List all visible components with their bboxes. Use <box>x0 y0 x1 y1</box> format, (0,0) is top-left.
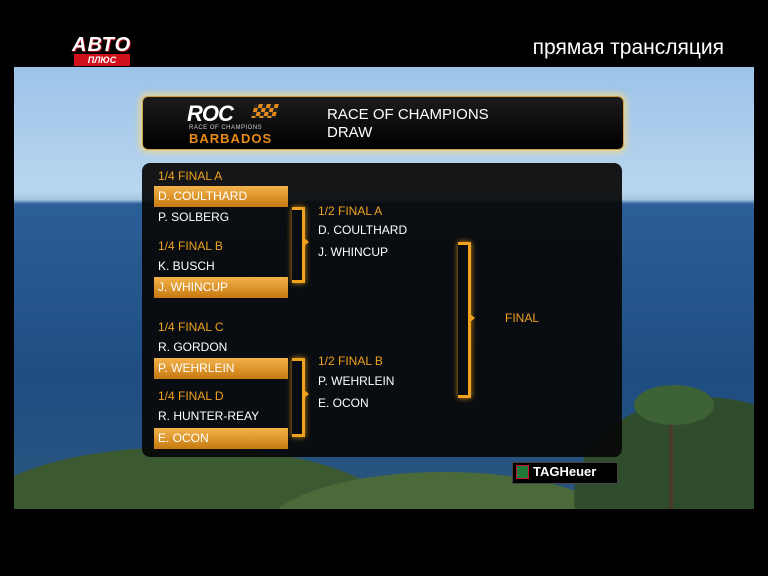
bracket-arrow-icon <box>469 313 475 323</box>
palm-leaves <box>634 385 714 425</box>
qf-a-driver2: P. SOLBERG <box>158 210 230 224</box>
qf-d-driver1: R. HUNTER-REAY <box>158 409 260 423</box>
checkered-flag-icon <box>251 104 279 118</box>
qf-d-label: 1/4 FINAL D <box>158 389 224 403</box>
sf-a-driver2: J. WHINCUP <box>318 245 388 259</box>
event-banner: ROC RACE OF CHAMPIONS BARBADOS RACE OF C… <box>142 96 624 150</box>
qf-c-driver1: R. GORDON <box>158 340 228 354</box>
channel-logo-main: АВТО <box>72 34 132 56</box>
qf-b-driver1: K. BUSCH <box>158 259 215 273</box>
sf-b-driver1: P. WEHRLEIN <box>318 374 395 388</box>
roc-logo-word: ROC <box>187 101 234 126</box>
final-label: FINAL <box>505 311 540 325</box>
sponsor-name: TAGHeuer <box>533 464 597 479</box>
sf-b-driver2: E. OCON <box>318 396 369 410</box>
qf-c-driver2: P. WEHRLEIN <box>154 358 288 379</box>
qf-b-label: 1/4 FINAL B <box>158 239 223 253</box>
qf-a-driver1: D. COULTHARD <box>154 186 288 207</box>
channel-logo-sub: ПЛЮС <box>74 54 130 66</box>
bracket-arrow-icon <box>303 237 309 247</box>
banner-title-line2: DRAW <box>327 124 373 141</box>
qf-a-label: 1/4 FINAL A <box>158 169 223 183</box>
channel-logo: АВТО ПЛЮС <box>72 34 158 68</box>
bracket-panel: 1/4 FINAL A D. COULTHARD P. SOLBERG 1/4 … <box>142 163 622 457</box>
palm-trunk <box>669 397 673 509</box>
banner-title-line1: RACE OF CHAMPIONS <box>327 106 489 123</box>
live-broadcast-label: прямая трансляция <box>532 36 724 59</box>
bracket-arrow-icon <box>303 389 309 399</box>
roc-logo-location: BARBADOS <box>189 131 273 146</box>
sponsor-logo: TAGHeuer <box>512 462 618 484</box>
sf-a-label: 1/2 FINAL A <box>318 204 383 218</box>
roc-logo: ROC RACE OF CHAMPIONS BARBADOS <box>187 101 287 146</box>
tag-heuer-shield-icon <box>516 465 529 479</box>
qf-c-label: 1/4 FINAL C <box>158 320 224 334</box>
roc-logo-tagline: RACE OF CHAMPIONS <box>189 125 263 131</box>
qf-d-driver2: E. OCON <box>154 428 288 449</box>
sf-a-driver1: D. COULTHARD <box>318 223 408 237</box>
qf-b-driver2: J. WHINCUP <box>154 277 288 298</box>
sf-b-label: 1/2 FINAL B <box>318 354 383 368</box>
banner-title: RACE OF CHAMPIONS DRAW <box>327 106 489 142</box>
